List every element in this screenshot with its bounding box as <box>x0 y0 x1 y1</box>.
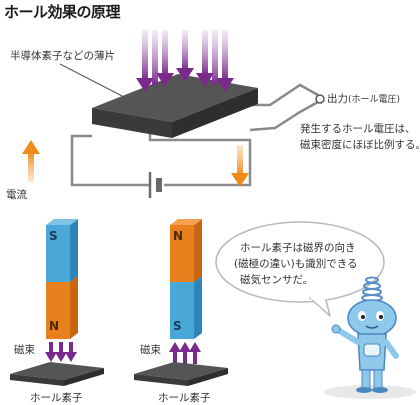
left-magnet <box>46 219 78 339</box>
left-hall-element <box>10 362 104 386</box>
left-magnet-top-pole: S <box>49 229 58 243</box>
page-title: ホール効果の原理 <box>4 3 121 21</box>
bubble-line-1: ホール素子は磁界の向き <box>240 242 356 254</box>
speech-bubble <box>215 221 385 303</box>
left-flux-arrows <box>45 342 77 362</box>
output-desc-line2: 磁束密度にほぼ比例する。 <box>300 139 420 151</box>
semiconductor-plate <box>92 74 258 138</box>
current-arrow-up <box>22 140 40 182</box>
right-hall-element <box>134 362 228 386</box>
battery-symbol <box>148 172 162 198</box>
output-label: 出力(ホール電圧) <box>327 91 400 106</box>
right-flux-label: 磁束 <box>140 344 161 356</box>
output-label-note: (ホール電圧) <box>348 95 401 105</box>
left-hall-element-label: ホール素子 <box>30 392 83 404</box>
output-terminal <box>315 94 325 104</box>
current-arrow-down <box>231 145 249 187</box>
output-desc-line1: 発生するホール電圧は、 <box>300 123 416 135</box>
right-magnet-top-pole: N <box>173 229 184 243</box>
left-magnet-bottom-pole: N <box>49 319 60 333</box>
right-magnet-bottom-pole: S <box>173 319 182 333</box>
current-label: 電流 <box>6 189 27 201</box>
plate-label-leader <box>59 63 127 99</box>
bubble-line-2: (磁極の違い)も識別できる <box>234 258 358 270</box>
left-flux-label: 磁束 <box>14 344 35 356</box>
thin-plate-label: 半導体素子などの薄片 <box>10 50 115 62</box>
right-magnet <box>170 219 202 339</box>
right-hall-element-label: ホール素子 <box>158 392 211 404</box>
right-flux-arrows <box>169 342 201 364</box>
output-label-main: 出力 <box>327 93 348 105</box>
magnetic-field-arrows <box>136 30 234 92</box>
bubble-line-3: 磁気センサだ。 <box>240 274 314 286</box>
mascot-character <box>324 276 416 399</box>
